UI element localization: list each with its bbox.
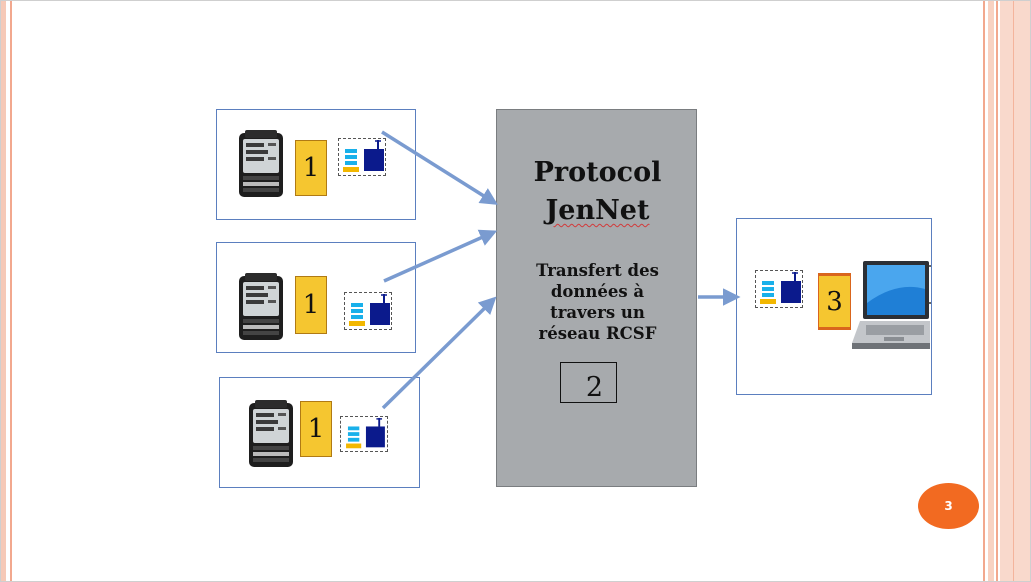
- decor-band-left-line: [10, 1, 12, 581]
- decor-band-right-line: [983, 1, 985, 581]
- decor-band-right-wide: [1000, 1, 1030, 581]
- protocol-title-line1: Protocol: [533, 157, 662, 188]
- decor-band-left: [1, 1, 6, 581]
- zigbee-module-icon: [338, 138, 386, 176]
- page-number-badge: 3: [918, 483, 979, 529]
- antenna-icon: [346, 417, 385, 449]
- transfer-line-2: données à: [550, 282, 645, 301]
- energy-meter-icon: [239, 130, 283, 197]
- transfer-line-4: réseau RCSF: [538, 324, 657, 343]
- receiver-node: 3: [736, 218, 932, 395]
- protocol-box: Protocol JenNet Transfert des données à …: [496, 109, 697, 487]
- decor-band-right-line-2: [996, 1, 998, 581]
- sensor-node-2: 1: [216, 242, 416, 353]
- antenna-icon: [343, 140, 384, 172]
- decor-band-right-line-3: [1013, 1, 1014, 581]
- antenna-icon: [349, 294, 390, 326]
- zigbee-module-icon: [344, 292, 392, 330]
- laptop-icon: [852, 261, 930, 349]
- protocol-title-line2: JenNet: [545, 195, 650, 226]
- protocol-title: Protocol JenNet: [497, 154, 698, 230]
- energy-meter-icon: [249, 400, 293, 467]
- antenna-icon: [760, 272, 801, 304]
- transfer-line-3: travers un: [550, 303, 645, 322]
- decor-band-right: [988, 1, 994, 581]
- transfer-line-1: Transfert des: [536, 261, 659, 280]
- zigbee-module-icon: [755, 270, 803, 308]
- node-number-label: 1: [295, 276, 327, 334]
- energy-meter-icon: [239, 273, 283, 340]
- protocol-number-label: 2: [560, 362, 617, 403]
- receiver-number-label: 3: [818, 273, 851, 330]
- zigbee-module-icon: [340, 416, 388, 452]
- node-number-label: 1: [295, 140, 327, 196]
- node-number-label: 1: [300, 401, 332, 457]
- sensor-node-1: 1: [216, 109, 416, 220]
- sensor-node-3: 1: [219, 377, 420, 488]
- transfer-description: Transfert des données à travers un résea…: [497, 260, 698, 344]
